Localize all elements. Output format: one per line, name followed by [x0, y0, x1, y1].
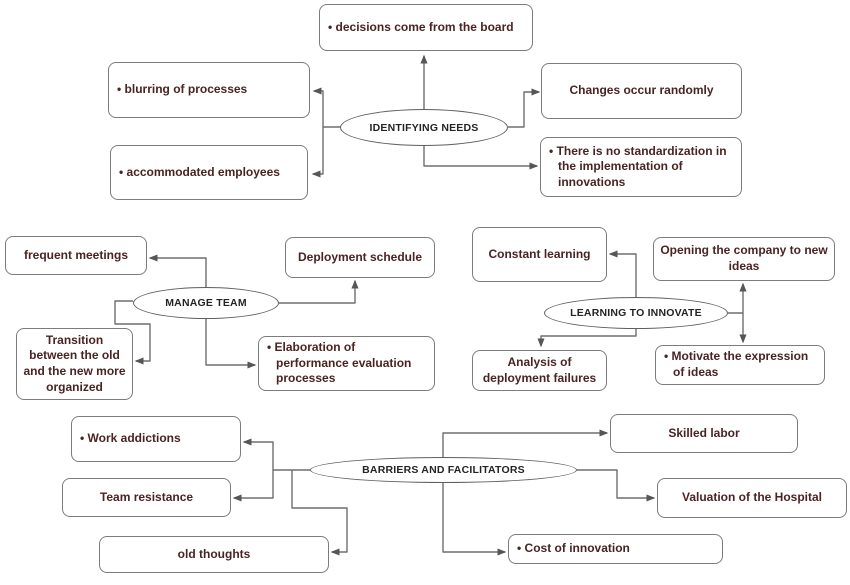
connector — [311, 127, 324, 178]
node-constant-learning: Constant learning — [472, 227, 607, 282]
topic-barriers-and-facilitators: BARRIERS AND FACILITATORS — [310, 457, 577, 483]
node-skilled-labor: Skilled labor — [610, 414, 798, 453]
node-label: Opening the company to new ideas — [660, 243, 828, 273]
connector — [279, 279, 359, 304]
connector — [508, 88, 541, 128]
topic-label: LEARNING TO INNOVATE — [570, 307, 702, 319]
node-elaboration-performance-evaluation: • Elaboration of performance evaluation … — [258, 336, 435, 391]
connector — [423, 146, 539, 170]
node-label: Skilled labor — [668, 425, 740, 440]
node-label: • Elaboration of performance evaluation … — [267, 340, 412, 386]
node-team-resistance: Team resistance — [62, 478, 231, 517]
node-no-standardization: • There is no standardization in the imp… — [540, 137, 742, 197]
node-label: Valuation of the Hospital — [681, 490, 822, 505]
node-label: • Cost of innovation — [517, 541, 630, 556]
topic-label: IDENTIFYING NEEDS — [369, 121, 479, 134]
node-motivate-expression-of-ideas: • Motivate the expression of ideas — [655, 345, 825, 385]
node-label: • There is no standardization in the imp… — [549, 143, 727, 189]
node-label: • decisions come from the board — [328, 19, 514, 34]
node-work-addictions: • Work addictions — [71, 416, 241, 462]
node-label: • blurring of processes — [117, 82, 248, 97]
node-label: Transition between the old and the new m… — [23, 332, 126, 394]
connector — [205, 319, 257, 369]
node-label: Team resistance — [99, 489, 194, 504]
topic-label: MANAGE TEAM — [165, 297, 247, 309]
topic-label: BARRIERS AND FACILITATORS — [362, 464, 525, 476]
connector — [148, 254, 207, 287]
connector — [728, 282, 747, 314]
connector — [608, 250, 637, 297]
node-frequent-meetings: frequent meetings — [5, 236, 147, 275]
node-label: Changes occur randomly — [569, 83, 714, 98]
node-label: frequent meetings — [23, 247, 128, 262]
node-cost-of-innovation: • Cost of innovation — [508, 534, 723, 564]
connector — [312, 87, 341, 128]
node-old-thoughts: old thoughts — [99, 536, 329, 573]
topic-learning-to-innovate: LEARNING TO INNOVATE — [544, 297, 728, 329]
node-valuation-of-the-hospital: Valuation of the Hospital — [657, 478, 847, 518]
node-changes-occur-randomly: Changes occur randomly — [541, 63, 742, 119]
connector — [537, 329, 637, 348]
topic-manage-team: MANAGE TEAM — [133, 287, 279, 319]
connector — [232, 470, 274, 502]
connector — [291, 470, 348, 556]
node-label: • Motivate the expression of ideas — [664, 349, 809, 379]
node-decisions-come-from-the-board: • decisions come from the board — [319, 4, 533, 51]
node-opening-company-new-ideas: Opening the company to new ideas — [653, 237, 835, 281]
node-label: Deployment schedule — [297, 249, 423, 264]
node-accommodated-employees: • accommodated employees — [110, 145, 308, 200]
node-transition-old-new: Transition between the old and the new m… — [16, 328, 133, 400]
node-label: • Work addictions — [80, 431, 181, 446]
connector — [442, 483, 507, 556]
node-label: • accommodated employees — [119, 164, 280, 179]
connector — [577, 469, 656, 502]
connector — [114, 300, 151, 365]
node-deployment-schedule: Deployment schedule — [285, 237, 435, 278]
node-blurring-of-processes: • blurring of processes — [108, 62, 310, 118]
connector — [442, 429, 609, 457]
node-analysis-deployment-failures: Analysis of deployment failures — [472, 350, 607, 391]
node-label: Analysis of deployment failures — [482, 354, 597, 385]
node-label: Constant learning — [488, 246, 591, 261]
node-label: old thoughts — [177, 546, 251, 561]
topic-identifying-needs: IDENTIFYING NEEDS — [340, 109, 508, 146]
connector — [242, 438, 310, 471]
